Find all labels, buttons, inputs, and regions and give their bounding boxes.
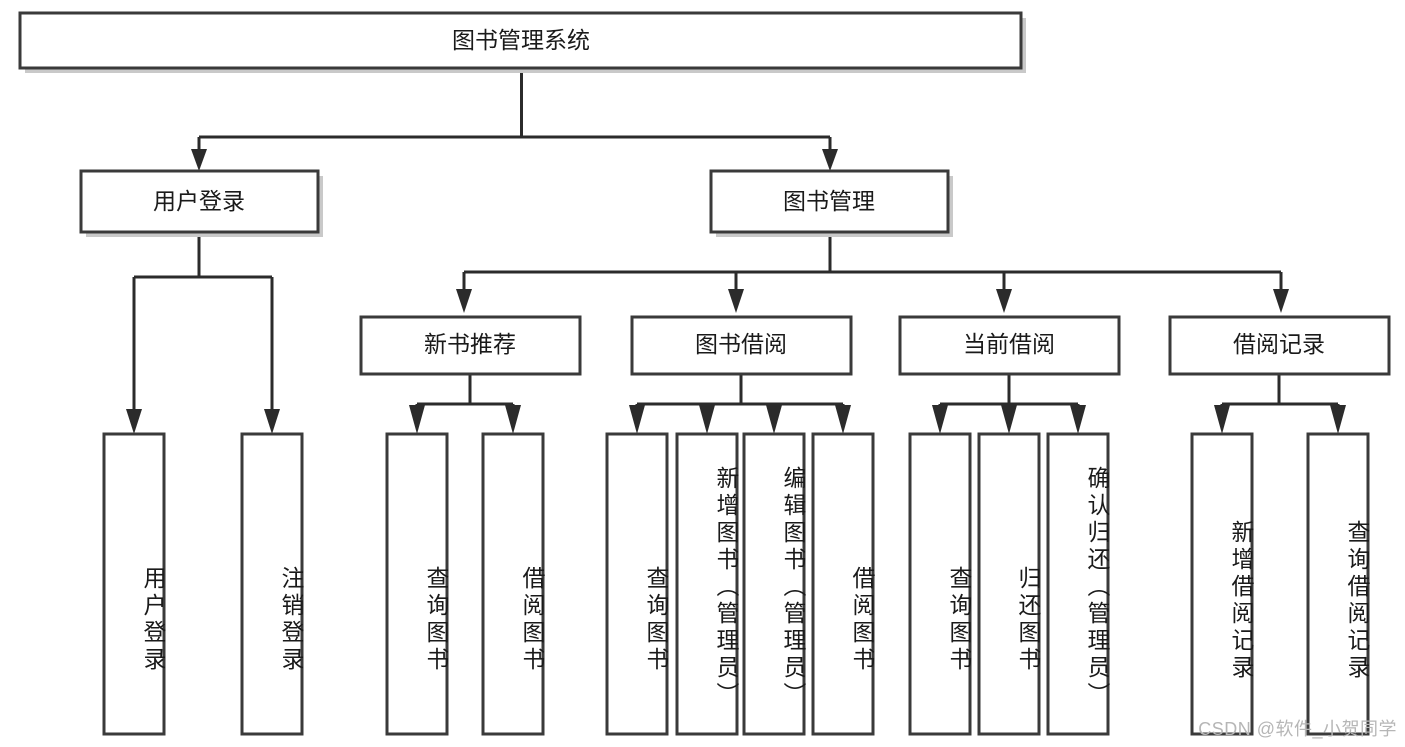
leaf-box-user-login[interactable] <box>102 432 166 736</box>
leaf-box-add-book[interactable] <box>675 432 739 736</box>
node-book-borrow-label: 图书借阅 <box>695 331 787 357</box>
node-current-borrow-box[interactable] <box>898 315 1121 376</box>
arrow-head-leaf-add-book <box>699 405 715 434</box>
node-book-manage-box[interactable] <box>709 169 950 234</box>
arrow-head-leaf-query-book-1 <box>409 405 425 434</box>
arrow-head-leaf-borrow-book-2 <box>835 405 851 434</box>
node-current-borrow[interactable]: 当前借阅 <box>898 315 1121 376</box>
node-borrow-record[interactable]: 借阅记录 <box>1168 315 1391 376</box>
node-new-book-recommend-box[interactable] <box>359 315 582 376</box>
arrow-head-leaf-return-book <box>1001 405 1017 434</box>
node-root-box[interactable] <box>18 11 1023 70</box>
leaf-box-query-record[interactable] <box>1306 432 1370 736</box>
node-borrow-record-box[interactable] <box>1168 315 1391 376</box>
leaf-boxes-group <box>102 432 1370 736</box>
node-book-borrow-box[interactable] <box>630 315 853 376</box>
arrow-head-book-borrow <box>728 289 744 313</box>
node-user-login[interactable]: 用户登录 <box>79 169 323 237</box>
node-new-book-recommend-label: 新书推荐 <box>424 331 516 357</box>
node-root[interactable]: 图书管理系统 <box>18 11 1026 73</box>
node-borrow-record-label: 借阅记录 <box>1233 331 1325 357</box>
leaf-box-query-book-1[interactable] <box>385 432 449 736</box>
leaf-box-query-book-2[interactable] <box>605 432 669 736</box>
leaf-box-borrow-book-1[interactable] <box>481 432 545 736</box>
arrow-head-leaf-confirm-return <box>1070 405 1086 434</box>
arrow-head-leaf-edit-book <box>766 405 782 434</box>
node-user-login-box[interactable] <box>79 169 320 234</box>
arrow-head-leaf-user-login <box>126 409 142 434</box>
arrow-head-leaf-borrow-book-1 <box>505 405 521 434</box>
arrow-head-leaf-user-logout <box>264 409 280 434</box>
node-root-label: 图书管理系统 <box>452 27 590 53</box>
leaf-box-borrow-book-2[interactable] <box>811 432 875 736</box>
node-current-borrow-label: 当前借阅 <box>963 331 1055 357</box>
node-book-manage[interactable]: 图书管理 <box>709 169 953 237</box>
node-book-borrow[interactable]: 图书借阅 <box>630 315 853 376</box>
node-user-login-label: 用户登录 <box>153 188 245 214</box>
leaf-box-query-book-3[interactable] <box>908 432 972 736</box>
leaf-box-add-record[interactable] <box>1190 432 1254 736</box>
leaf-box-user-logout[interactable] <box>240 432 304 736</box>
arrow-head-book-manage <box>822 149 838 171</box>
arrow-head-leaf-add-record <box>1214 405 1230 434</box>
arrow-head-user-login <box>191 149 207 171</box>
arrow-head-borrow-record <box>1273 289 1289 313</box>
leaf-box-return-book[interactable] <box>977 432 1041 736</box>
csdn-watermark: CSDN @软件_小贺同学 <box>1198 719 1397 739</box>
arrow-head-leaf-query-record <box>1330 405 1346 434</box>
leaf-box-confirm-return[interactable] <box>1046 432 1110 736</box>
arrow-head-leaf-query-book-3 <box>932 405 948 434</box>
arrow-head-current-borrow <box>996 289 1012 313</box>
arrow-head-leaf-query-book-2 <box>629 405 645 434</box>
connector-group <box>126 68 1346 434</box>
arrow-head-new-book-recommend <box>456 289 472 313</box>
node-book-manage-label: 图书管理 <box>783 188 875 214</box>
leaf-box-edit-book[interactable] <box>742 432 806 736</box>
node-new-book-recommend[interactable]: 新书推荐 <box>359 315 582 376</box>
